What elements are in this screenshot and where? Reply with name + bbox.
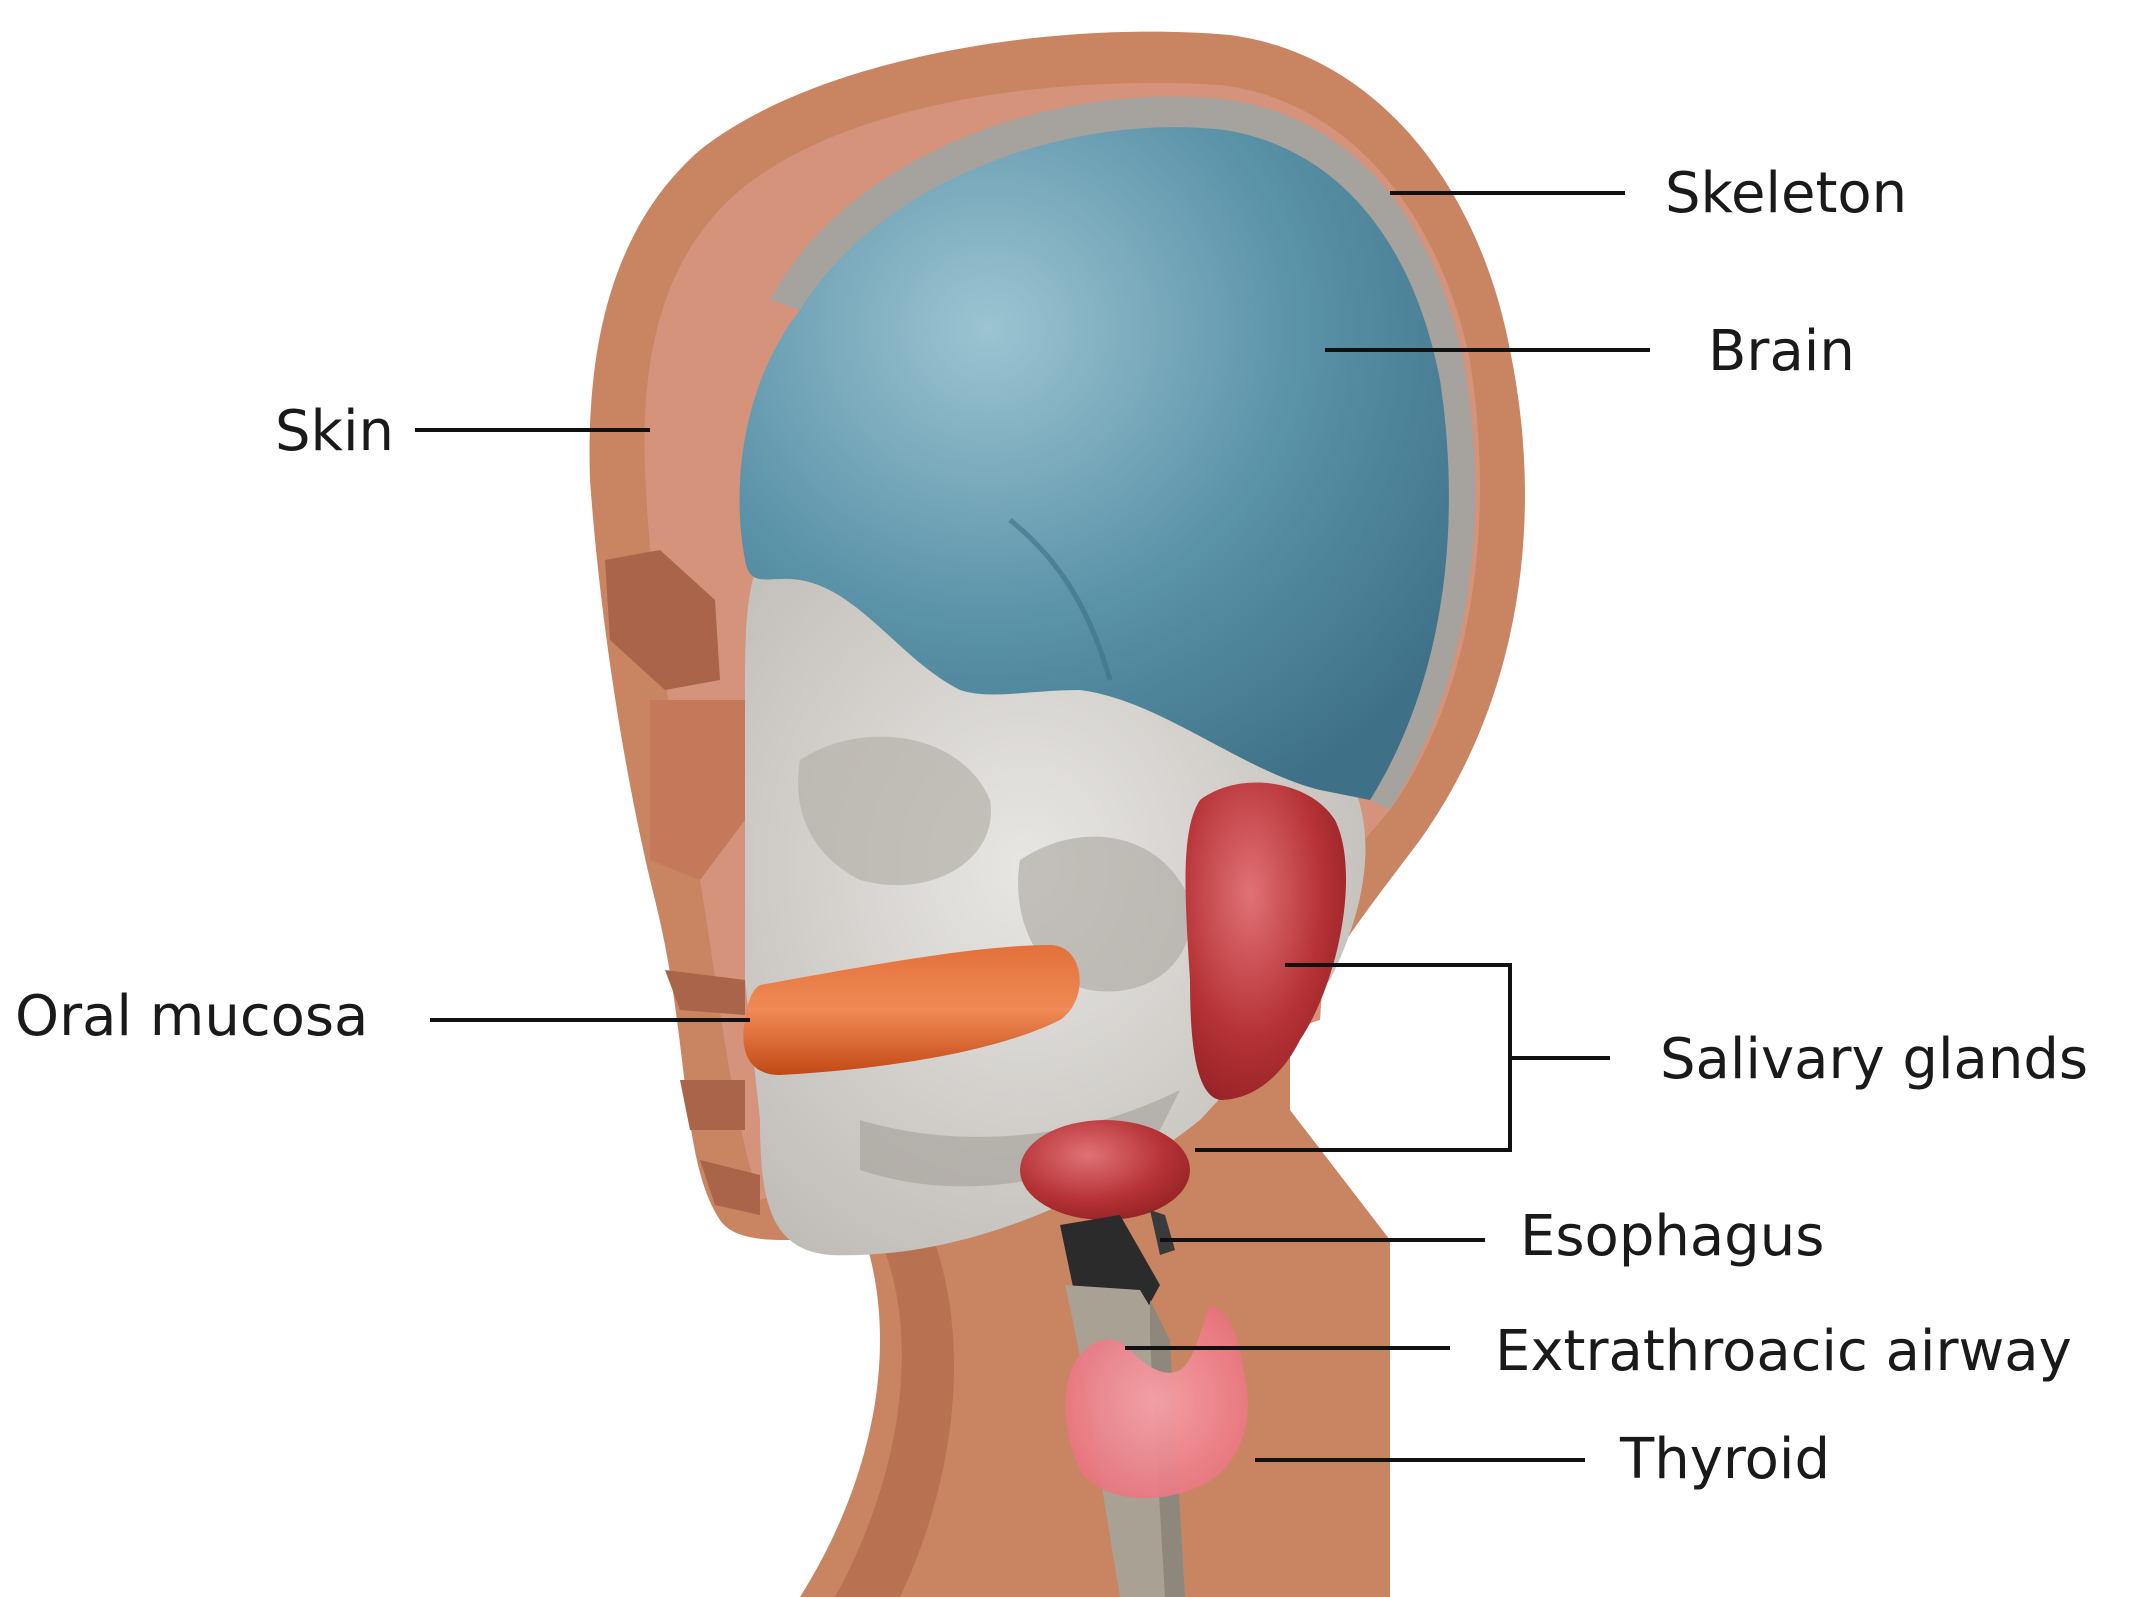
mouth-cut-lower (680, 1080, 745, 1130)
label-skeleton: Skeleton (1665, 161, 1907, 226)
label-thyroid: Thyroid (1619, 1427, 1830, 1492)
label-salivary-glands: Salivary glands (1660, 1027, 2088, 1092)
parotid-gland (1186, 783, 1346, 1100)
label-brain: Brain (1708, 319, 1855, 384)
label-oral-mucosa: Oral mucosa (15, 984, 368, 1049)
submandibular-gland (1020, 1120, 1190, 1220)
label-extrathoracic-airway: Extrathroacic airway (1495, 1319, 2072, 1384)
label-esophagus: Esophagus (1520, 1204, 1824, 1269)
label-skin: Skin (275, 399, 394, 464)
